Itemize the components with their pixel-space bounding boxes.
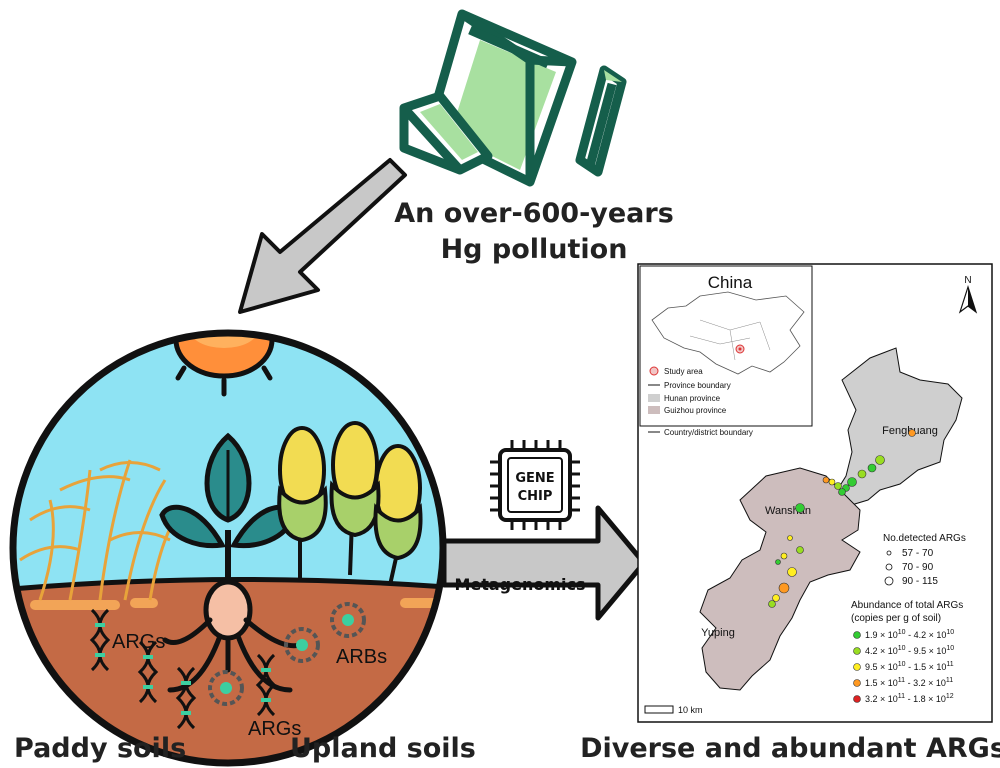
abundance-legend-swatch [853, 663, 861, 671]
dna-icon [175, 666, 197, 730]
arbs-label: ARBs [336, 646, 387, 668]
pollution-title-line1: An over-600-years [394, 198, 674, 229]
upland-soils-label: Upland soils [290, 733, 476, 764]
abundance-legend-item: 9.5 × 1010 - 1.5 × 1011 [865, 661, 954, 672]
inset-title: China [708, 273, 753, 292]
metagenomics-label: Metagenomics [454, 575, 585, 594]
china-outline [651, 291, 805, 375]
legend-guizhou: Guizhou province [664, 406, 727, 415]
wheat-icon [19, 459, 182, 601]
abundance-legend-item: 4.2 × 1010 - 9.5 × 1010 [865, 645, 954, 656]
soil-scene: ARGs ARGs ARBs [9, 329, 447, 767]
size-legend-item: 57 - 70 [902, 548, 934, 559]
study-area-map: China Study area Province boundary Hunan… [637, 263, 993, 723]
size-legend-item: 70 - 90 [902, 562, 934, 573]
svg-text:N: N [964, 275, 971, 286]
pollution-title-line2: Hg pollution [441, 234, 628, 265]
args-label: ARGs [112, 631, 165, 653]
abundance-legend-item: 1.9 × 1010 - 4.2 × 1010 [865, 629, 954, 640]
abundance-legend-title-1: Abundance of total ARGs [851, 600, 963, 611]
dna-icon [255, 653, 277, 717]
bacteria-icon [330, 602, 366, 638]
north-arrow-icon: N [958, 275, 978, 314]
size-legend-item: 90 - 115 [902, 576, 938, 587]
abundance-legend-item: 1.5 × 1011 - 3.2 × 1011 [865, 677, 953, 688]
svg-text:10 km: 10 km [678, 705, 703, 715]
chip-label-line2: CHIP [518, 489, 553, 504]
abundance-legend-swatch [853, 679, 861, 687]
result-title: Diverse and abundant ARGs [580, 733, 1000, 764]
abundance-legend-title-2: (copies per g of soil) [851, 613, 941, 624]
size-legend-title: No.detected ARGs [883, 533, 966, 544]
gene-chip-icon: GENE CHIP [490, 440, 580, 530]
legend-country-boundary: Country/district boundary [664, 428, 753, 437]
chip-label-line1: GENE [515, 471, 554, 486]
abundance-legend: 1.9 × 1010 - 4.2 × 1010 4.2 × 1010 - 9.5 … [853, 629, 954, 704]
abundance-legend-swatch [853, 631, 861, 639]
abundance-legend-item: 3.2 × 1011 - 1.8 × 1012 [865, 693, 954, 704]
paddy-soils-label: Paddy soils [14, 733, 186, 764]
abundance-legend-swatch [853, 647, 861, 655]
legend-study-area: Study area [664, 367, 703, 376]
corn-icon [277, 421, 423, 586]
legend-hunan: Hunan province [664, 394, 721, 403]
pollution-arrow [238, 158, 407, 314]
sample-points [768, 429, 916, 608]
dna-icon [89, 608, 111, 672]
legend-province-boundary: Province boundary [664, 381, 731, 390]
seedling-icon [159, 432, 303, 693]
hunan-region [835, 347, 963, 507]
scale-bar: 10 km [644, 705, 703, 715]
bacteria-icon [284, 627, 320, 663]
metagenomics-arrow [441, 505, 647, 621]
bacteria-icon [208, 670, 244, 706]
abundance-legend-swatch [853, 695, 861, 703]
place-yuping: Yuping [701, 627, 735, 639]
hg-crystal-icon [399, 9, 627, 187]
dna-icon [137, 640, 159, 704]
args-label: ARGs [248, 718, 301, 740]
guizhou-region [699, 467, 861, 691]
